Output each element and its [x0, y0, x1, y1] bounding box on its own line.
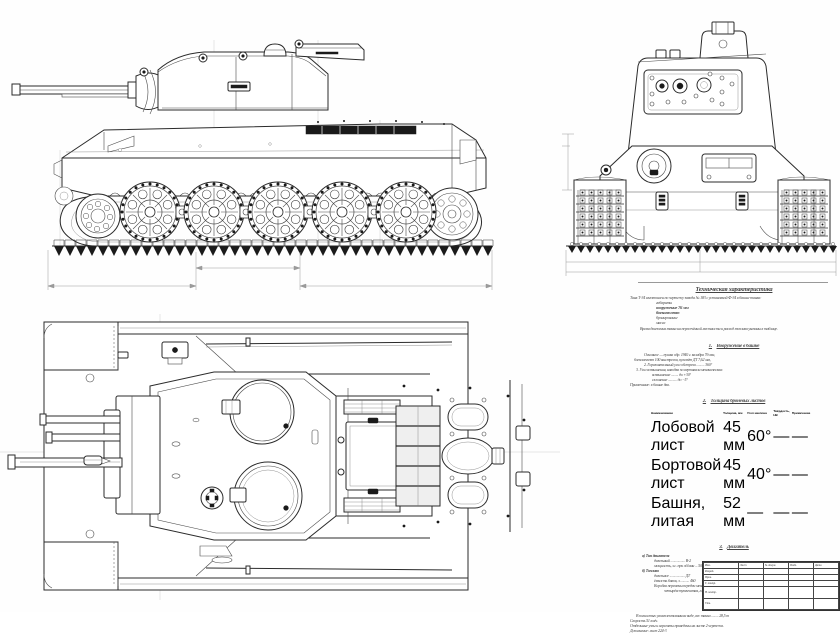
lifting-eye-icon — [295, 40, 303, 48]
armor-table-cell: 60° — [746, 418, 772, 456]
lifting-eye-icon — [199, 54, 207, 62]
side-dimensions — [48, 250, 492, 290]
deck-grille — [344, 400, 400, 414]
section-line: Примечание: в башне два. — [630, 382, 838, 387]
notes-intro-item: масса — [656, 320, 838, 325]
plan-view — [0, 300, 560, 612]
lifting-eye-icon — [140, 68, 148, 76]
title-block-row: Н. контр.Лист 1 Листов 2 — [704, 587, 839, 598]
title-block-cell — [763, 587, 788, 598]
section-number: 2. — [703, 399, 706, 404]
armor-table-cell: — — [772, 418, 791, 456]
notes-top-rule — [638, 282, 828, 283]
armor-table-header: Угол наклона — [746, 408, 772, 418]
rear-circular-hatch — [442, 438, 504, 474]
armor-table-cell: — — [791, 418, 811, 456]
armor-table-cell: Башня, литая — [650, 494, 722, 532]
turret-side — [136, 40, 364, 114]
armor-table-cell: 45 мм — [722, 456, 746, 494]
exhaust-port — [736, 192, 748, 210]
section-number: 3. — [719, 545, 722, 550]
rear-louvre-grille — [396, 406, 440, 506]
title-block-cell — [738, 587, 763, 598]
armor-table-header: Твёрдость, НВ — [772, 408, 791, 418]
armor-table-cell: Лобовой лист — [650, 418, 722, 456]
armor-table-header: Толщина, мм — [722, 408, 746, 418]
notes-intro-items: габариты вооружение 76 мм боекомплект бр… — [656, 300, 838, 325]
rear-exhaust — [460, 140, 476, 164]
track-rear-left — [574, 177, 626, 244]
front-return-roller — [55, 187, 73, 205]
armor-table-cell: Бортовой лист — [650, 456, 722, 494]
road-wheel — [312, 182, 372, 242]
notes-title: Техническая характеристика — [630, 286, 838, 293]
turret-vision-port — [228, 82, 250, 91]
road-wheel-group — [120, 182, 436, 242]
rear-elevation-view — [560, 14, 840, 280]
title-block-cell: Утв. — [704, 598, 739, 609]
armor-table-header: Наименование — [650, 408, 722, 418]
turret-top-fittings — [656, 50, 680, 58]
notes-intro-tail: Время движения танка на пересечённой мес… — [640, 326, 838, 331]
transmission-hatch — [702, 154, 756, 182]
section-heading: Вооружение в башне — [716, 344, 759, 349]
side-elevation-view — [0, 0, 560, 300]
idler-wheel — [76, 194, 120, 238]
armor-table-cell: — — [772, 494, 791, 532]
title-block-row: Утв. — [704, 598, 839, 609]
title-block-cell: Н. контр. — [704, 587, 739, 598]
armor-table-cell: 40° — [746, 456, 772, 494]
road-wheel — [376, 182, 436, 242]
title-block-cell — [788, 598, 813, 609]
periscope-ring — [201, 487, 223, 509]
rear-round-hatch — [637, 149, 671, 183]
rear-dimensions — [566, 250, 836, 276]
blueprint-sheet: Техническая характеристика Танк Т-34 изг… — [0, 0, 840, 612]
lifting-eye-icon — [239, 52, 247, 60]
title-block-cell — [813, 587, 838, 598]
armor-table-cell: — — [791, 456, 811, 494]
road-wheel — [120, 182, 180, 242]
engine-deck-louvre — [306, 126, 416, 134]
track-rear-right — [778, 177, 830, 244]
main-gun-barrel — [12, 82, 138, 98]
section-number: 1. — [709, 344, 712, 349]
armor-table-cell: 52 мм — [722, 494, 746, 532]
exhaust-port — [656, 192, 668, 210]
title-block-cell — [813, 598, 838, 609]
section-heading: Двигатель — [727, 545, 749, 550]
title-block-cell — [763, 598, 788, 609]
deck-grille — [344, 498, 400, 512]
turret-rear — [628, 22, 776, 154]
armor-table-cell: 45 мм — [722, 418, 746, 456]
armor-table-cell: — — [746, 494, 772, 532]
armor-table-header: Примечание — [791, 408, 811, 418]
road-wheel — [184, 182, 244, 242]
commander-cupola — [264, 44, 286, 56]
title-block-cell — [738, 598, 763, 609]
hull-rear — [600, 146, 804, 244]
cupola-rear — [700, 22, 748, 58]
notes-section-1: 1. Вооружение в башне Основное — пушка о… — [630, 334, 838, 387]
title-block-cell — [788, 587, 813, 598]
armor-table-cell: — — [791, 494, 811, 532]
section-heading: Толщина броневых листов — [711, 399, 766, 404]
mantlet-plan — [104, 396, 160, 514]
section-line: Дополнение: лист 224-3 — [630, 628, 838, 633]
road-wheel — [248, 182, 308, 242]
armor-table-cell: — — [772, 456, 791, 494]
tow-hook — [601, 165, 611, 175]
